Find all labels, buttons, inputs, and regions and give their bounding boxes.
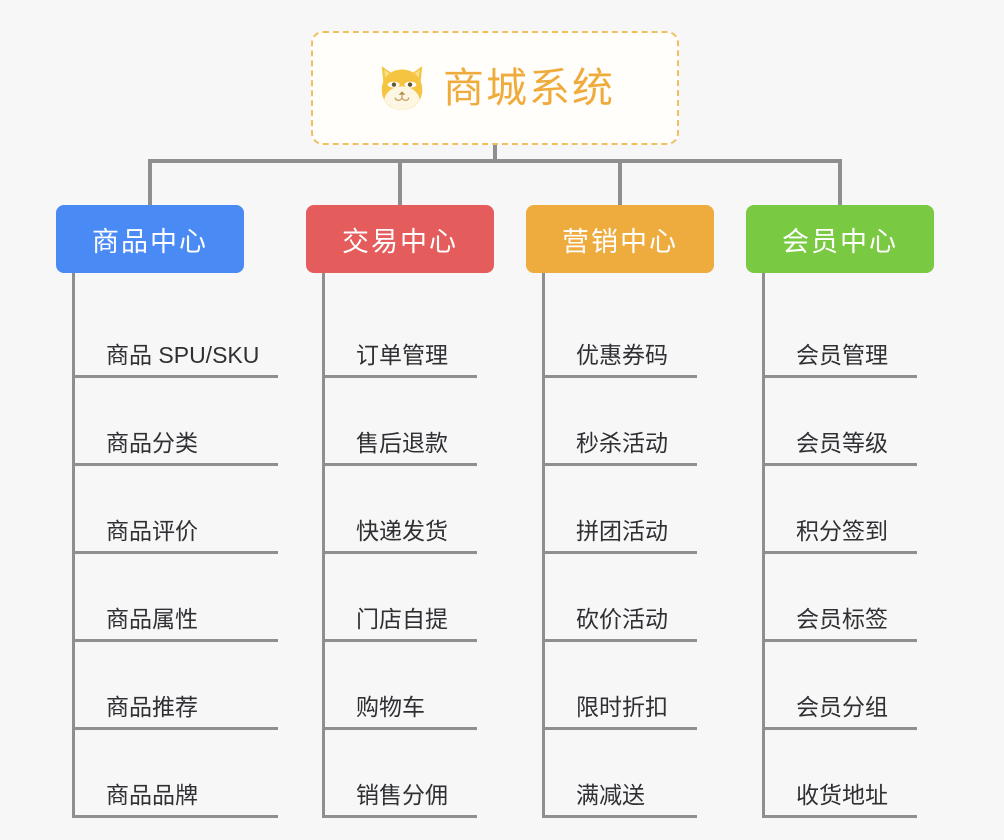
leaf-rail xyxy=(72,290,75,818)
leaf-label: 门店自提 xyxy=(356,605,448,632)
connector-drop-2 xyxy=(398,159,402,207)
leaf-item[interactable]: 售后退款 xyxy=(322,378,477,466)
leaf-label: 限时折扣 xyxy=(576,693,668,720)
leaf-item[interactable]: 快递发货 xyxy=(322,466,477,554)
category-label: 交易中心 xyxy=(342,226,458,257)
category-label: 营销中心 xyxy=(562,226,678,257)
leaf-item[interactable]: 砍价活动 xyxy=(542,554,697,642)
leaf-rail xyxy=(322,290,325,818)
leaf-item[interactable]: 满减送 xyxy=(542,730,697,818)
connector-cat-to-leaves-3 xyxy=(542,271,545,293)
leaf-label: 会员管理 xyxy=(796,341,888,368)
category-box-product-center[interactable]: 商品中心 xyxy=(56,205,244,273)
leaf-item[interactable]: 商品分类 xyxy=(72,378,278,466)
shiba-dog-face-icon xyxy=(381,66,423,110)
leaf-label: 快递发货 xyxy=(356,517,448,544)
connector-horizontal-bus xyxy=(148,159,840,163)
leaf-rail xyxy=(542,290,545,818)
leaf-item[interactable]: 商品品牌 xyxy=(72,730,278,818)
leaf-item[interactable]: 会员分组 xyxy=(762,642,917,730)
root-title: 商城系统 xyxy=(443,64,615,111)
leaf-item[interactable]: 销售分佣 xyxy=(322,730,477,818)
leaf-label: 拼团活动 xyxy=(576,517,668,544)
leaf-item[interactable]: 拼团活动 xyxy=(542,466,697,554)
leaf-label: 商品推荐 xyxy=(106,693,198,720)
leaf-item[interactable]: 会员等级 xyxy=(762,378,917,466)
leaf-label: 商品属性 xyxy=(106,605,198,632)
leaf-item[interactable]: 购物车 xyxy=(322,642,477,730)
leaf-item[interactable]: 门店自提 xyxy=(322,554,477,642)
leaf-item[interactable]: 商品 SPU/SKU xyxy=(72,290,278,378)
root-node[interactable]: 商城系统 xyxy=(311,31,679,145)
category-label: 会员中心 xyxy=(782,226,898,257)
leaf-label: 商品 SPU/SKU xyxy=(106,341,260,368)
leaf-label: 商品评价 xyxy=(106,517,198,544)
leaf-label: 优惠券码 xyxy=(576,341,668,368)
leaf-label: 积分签到 xyxy=(796,517,888,544)
leaf-label: 砍价活动 xyxy=(576,605,668,632)
leaf-label: 商品品牌 xyxy=(106,781,198,808)
category-box-marketing-center[interactable]: 营销中心 xyxy=(526,205,714,273)
leaf-label: 订单管理 xyxy=(356,341,448,368)
connector-drop-4 xyxy=(838,159,842,207)
leaf-label: 会员分组 xyxy=(796,693,888,720)
category-box-member-center[interactable]: 会员中心 xyxy=(746,205,934,273)
leaf-label: 满减送 xyxy=(576,781,645,808)
leaf-label: 商品分类 xyxy=(106,429,198,456)
connector-drop-3 xyxy=(618,159,622,207)
connector-drop-1 xyxy=(148,159,152,207)
leaf-item[interactable]: 会员管理 xyxy=(762,290,917,378)
connector-cat-to-leaves-2 xyxy=(322,271,325,293)
leaf-label: 会员标签 xyxy=(796,605,888,632)
leaf-item[interactable]: 限时折扣 xyxy=(542,642,697,730)
leaf-label: 销售分佣 xyxy=(356,781,448,808)
connector-cat-to-leaves-4 xyxy=(762,271,765,293)
leaf-label: 秒杀活动 xyxy=(576,429,668,456)
leaf-item[interactable]: 商品推荐 xyxy=(72,642,278,730)
leaf-item[interactable]: 会员标签 xyxy=(762,554,917,642)
category-box-trade-center[interactable]: 交易中心 xyxy=(306,205,494,273)
leaf-item[interactable]: 商品属性 xyxy=(72,554,278,642)
leaf-label: 会员等级 xyxy=(796,429,888,456)
leaf-item[interactable]: 商品评价 xyxy=(72,466,278,554)
leaf-rail xyxy=(762,290,765,818)
leaf-label: 购物车 xyxy=(356,693,425,720)
leaf-item[interactable]: 订单管理 xyxy=(322,290,477,378)
leaf-item[interactable]: 收货地址 xyxy=(762,730,917,818)
leaf-item[interactable]: 优惠券码 xyxy=(542,290,697,378)
leaf-label: 售后退款 xyxy=(356,429,448,456)
connector-cat-to-leaves-1 xyxy=(72,271,75,293)
connector-root-stem xyxy=(493,145,497,163)
leaf-label: 收货地址 xyxy=(796,781,888,808)
leaf-item[interactable]: 积分签到 xyxy=(762,466,917,554)
category-label: 商品中心 xyxy=(92,226,208,257)
leaf-item[interactable]: 秒杀活动 xyxy=(542,378,697,466)
